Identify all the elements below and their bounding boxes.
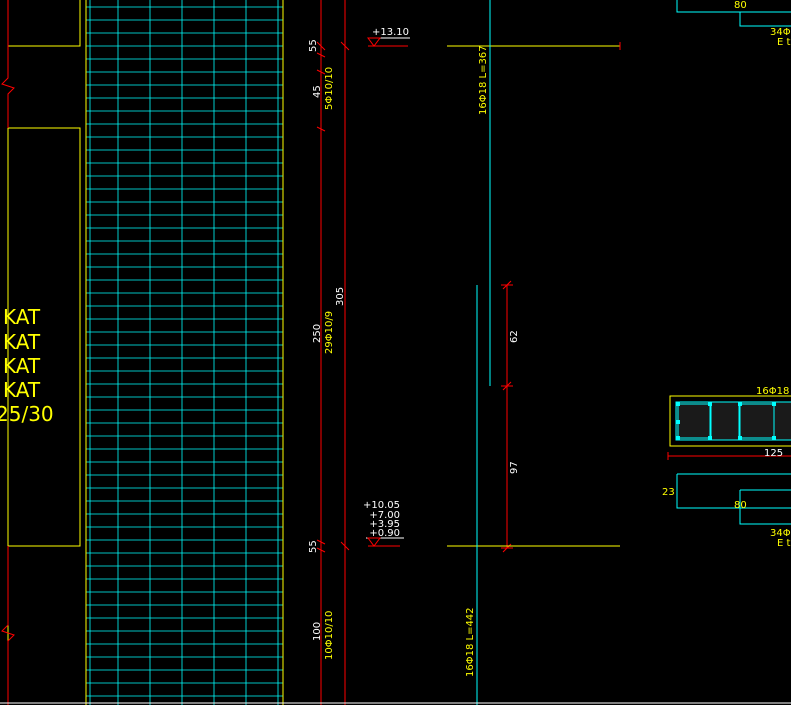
floor-label-4: KAT — [3, 378, 41, 402]
dim-middle-250: 250 — [312, 324, 323, 343]
section-bottom-sub: E tr — [777, 538, 791, 549]
elevation-2: +7.00 — [369, 510, 400, 521]
section-bars-label: 16Φ18 — [756, 386, 789, 397]
stirrups-bottom: 10Φ10/10 — [324, 611, 335, 660]
dimension-ticks — [316, 41, 350, 553]
stirrups-middle: 29Φ10/9 — [324, 311, 335, 354]
top-right-bars: 34Φ — [770, 27, 791, 38]
bar-upper-label: 16Φ18 L=367 — [478, 45, 489, 115]
bar-labels: 16Φ18 L=367 16Φ18 L=442 — [465, 45, 489, 677]
break-lines — [1, 0, 15, 705]
top-right-sub: E tr — [777, 37, 791, 48]
left-dimension-texts: 55 45 5Φ10/10 305 250 29Φ10/9 55 100 10Φ… — [308, 39, 346, 660]
top-right-section: 80 34Φ E tr — [676, 0, 791, 48]
elevation-top: +13.10 — [372, 27, 409, 38]
lap-dim-97: 97 — [509, 461, 520, 474]
top-right-80: 80 — [734, 0, 747, 11]
floor-level-lines — [447, 45, 620, 547]
column-cross-section: 16Φ18 125 — [667, 386, 791, 460]
section-bottom-bars: 34Φ — [770, 528, 791, 539]
elevation-1: +10.05 — [363, 500, 400, 511]
elevation-markers: +13.10 +10.05 +7.00 +3.95 +0.90 — [363, 27, 410, 547]
lap-dim-62: 62 — [509, 330, 520, 343]
dim-total-305: 305 — [335, 287, 346, 306]
stirrups-top: 5Φ10/10 — [324, 67, 335, 110]
elevation-3: +3.95 — [369, 519, 400, 530]
dimension-lines — [316, 0, 513, 705]
bar-lower-label: 16Φ18 L=442 — [465, 607, 476, 677]
grid-boundary — [85, 0, 284, 705]
longitudinal-bars — [476, 0, 491, 705]
elevation-4: +0.90 — [369, 528, 400, 539]
dim-bottom-55: 55 — [308, 540, 319, 553]
stirrup-grid — [86, 0, 283, 705]
lap-dim-texts: 62 97 — [509, 330, 520, 474]
floor-label-2: KAT — [3, 330, 41, 354]
lower-right-section: 23 80 34Φ E tr — [662, 473, 791, 549]
floor-label-3: KAT — [3, 354, 41, 378]
concrete-class-label: 25/30 — [0, 402, 54, 426]
dim-top-55: 55 — [308, 39, 319, 52]
dim-top-45: 45 — [312, 85, 323, 98]
section-left-23: 23 — [662, 487, 675, 498]
section-bottom-80: 80 — [734, 500, 747, 511]
dim-bottom-100: 100 — [312, 622, 323, 641]
floor-labels: KAT KAT KAT KAT 25/30 — [0, 305, 54, 426]
floor-label-1: KAT — [3, 305, 41, 329]
section-width-125: 125 — [764, 448, 783, 459]
